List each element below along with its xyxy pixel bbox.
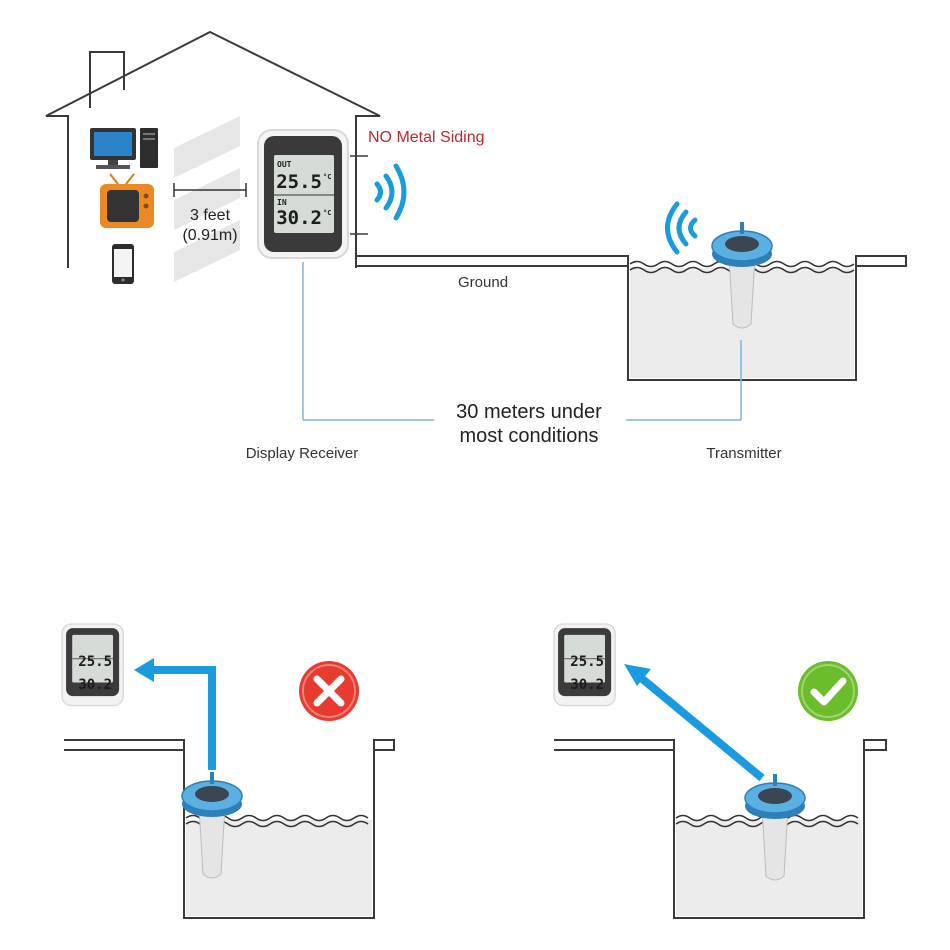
phone-icon bbox=[112, 244, 134, 284]
lcd-in-label: IN bbox=[277, 198, 287, 207]
blocked-arrow-head bbox=[134, 658, 154, 682]
small-lcd-in-right: 30.2 bbox=[570, 677, 604, 693]
ground-label: Ground bbox=[458, 274, 508, 291]
pool-right bbox=[554, 739, 887, 919]
blocked-signal-arrow bbox=[150, 666, 216, 770]
checkmark-icon bbox=[798, 661, 858, 721]
interior-wall bbox=[174, 116, 240, 282]
tv-icon bbox=[100, 173, 154, 228]
lcd-out-temp: 25.5 bbox=[276, 171, 322, 193]
ground-surface bbox=[356, 255, 907, 381]
distance-marker bbox=[173, 183, 247, 197]
clear-arrow-head bbox=[624, 664, 651, 686]
small-display-receiver-left: 25.5 30.2 bbox=[61, 623, 124, 707]
lcd-out-unit: °C bbox=[323, 173, 331, 181]
transmitter-signal-icon bbox=[665, 201, 698, 255]
exterior-wall-bracket bbox=[350, 155, 368, 235]
transmitter-label: Transmitter bbox=[706, 445, 781, 462]
no-metal-siding-label: NO Metal Siding bbox=[368, 129, 485, 146]
distance-label-meters: (0.91m) bbox=[182, 227, 237, 244]
lcd-out-label: OUT bbox=[277, 160, 292, 169]
display-receiver: OUT IN 25.5 °C 30.2 °C bbox=[257, 129, 349, 259]
small-lcd-out-left: 25.5 bbox=[78, 654, 112, 670]
clear-signal-arrow bbox=[637, 673, 765, 782]
lcd-in-temp: 30.2 bbox=[276, 207, 322, 229]
small-lcd-out-right: 25.5 bbox=[570, 654, 604, 670]
house-outline bbox=[45, 30, 381, 268]
small-display-receiver-right: 25.5 30.2 bbox=[553, 623, 616, 707]
display-receiver-label: Display Receiver bbox=[246, 445, 359, 462]
range-label-line2: most conditions bbox=[460, 425, 599, 447]
lcd-in-unit: °C bbox=[323, 209, 331, 217]
correct-placement-panel: 25.5 30.2 bbox=[553, 623, 887, 919]
receiver-signal-icon bbox=[374, 163, 407, 221]
distance-label-feet: 3 feet bbox=[190, 207, 231, 224]
incorrect-placement-panel: 25.5 30.2 bbox=[61, 623, 395, 919]
range-label-line1: 30 meters under bbox=[456, 401, 602, 423]
pool-left bbox=[64, 739, 395, 919]
range-leader-lines bbox=[302, 262, 742, 421]
house-chimney bbox=[89, 51, 125, 108]
small-lcd-in-left: 30.2 bbox=[78, 677, 112, 693]
cross-icon bbox=[299, 661, 359, 721]
computer-icon bbox=[90, 128, 158, 169]
